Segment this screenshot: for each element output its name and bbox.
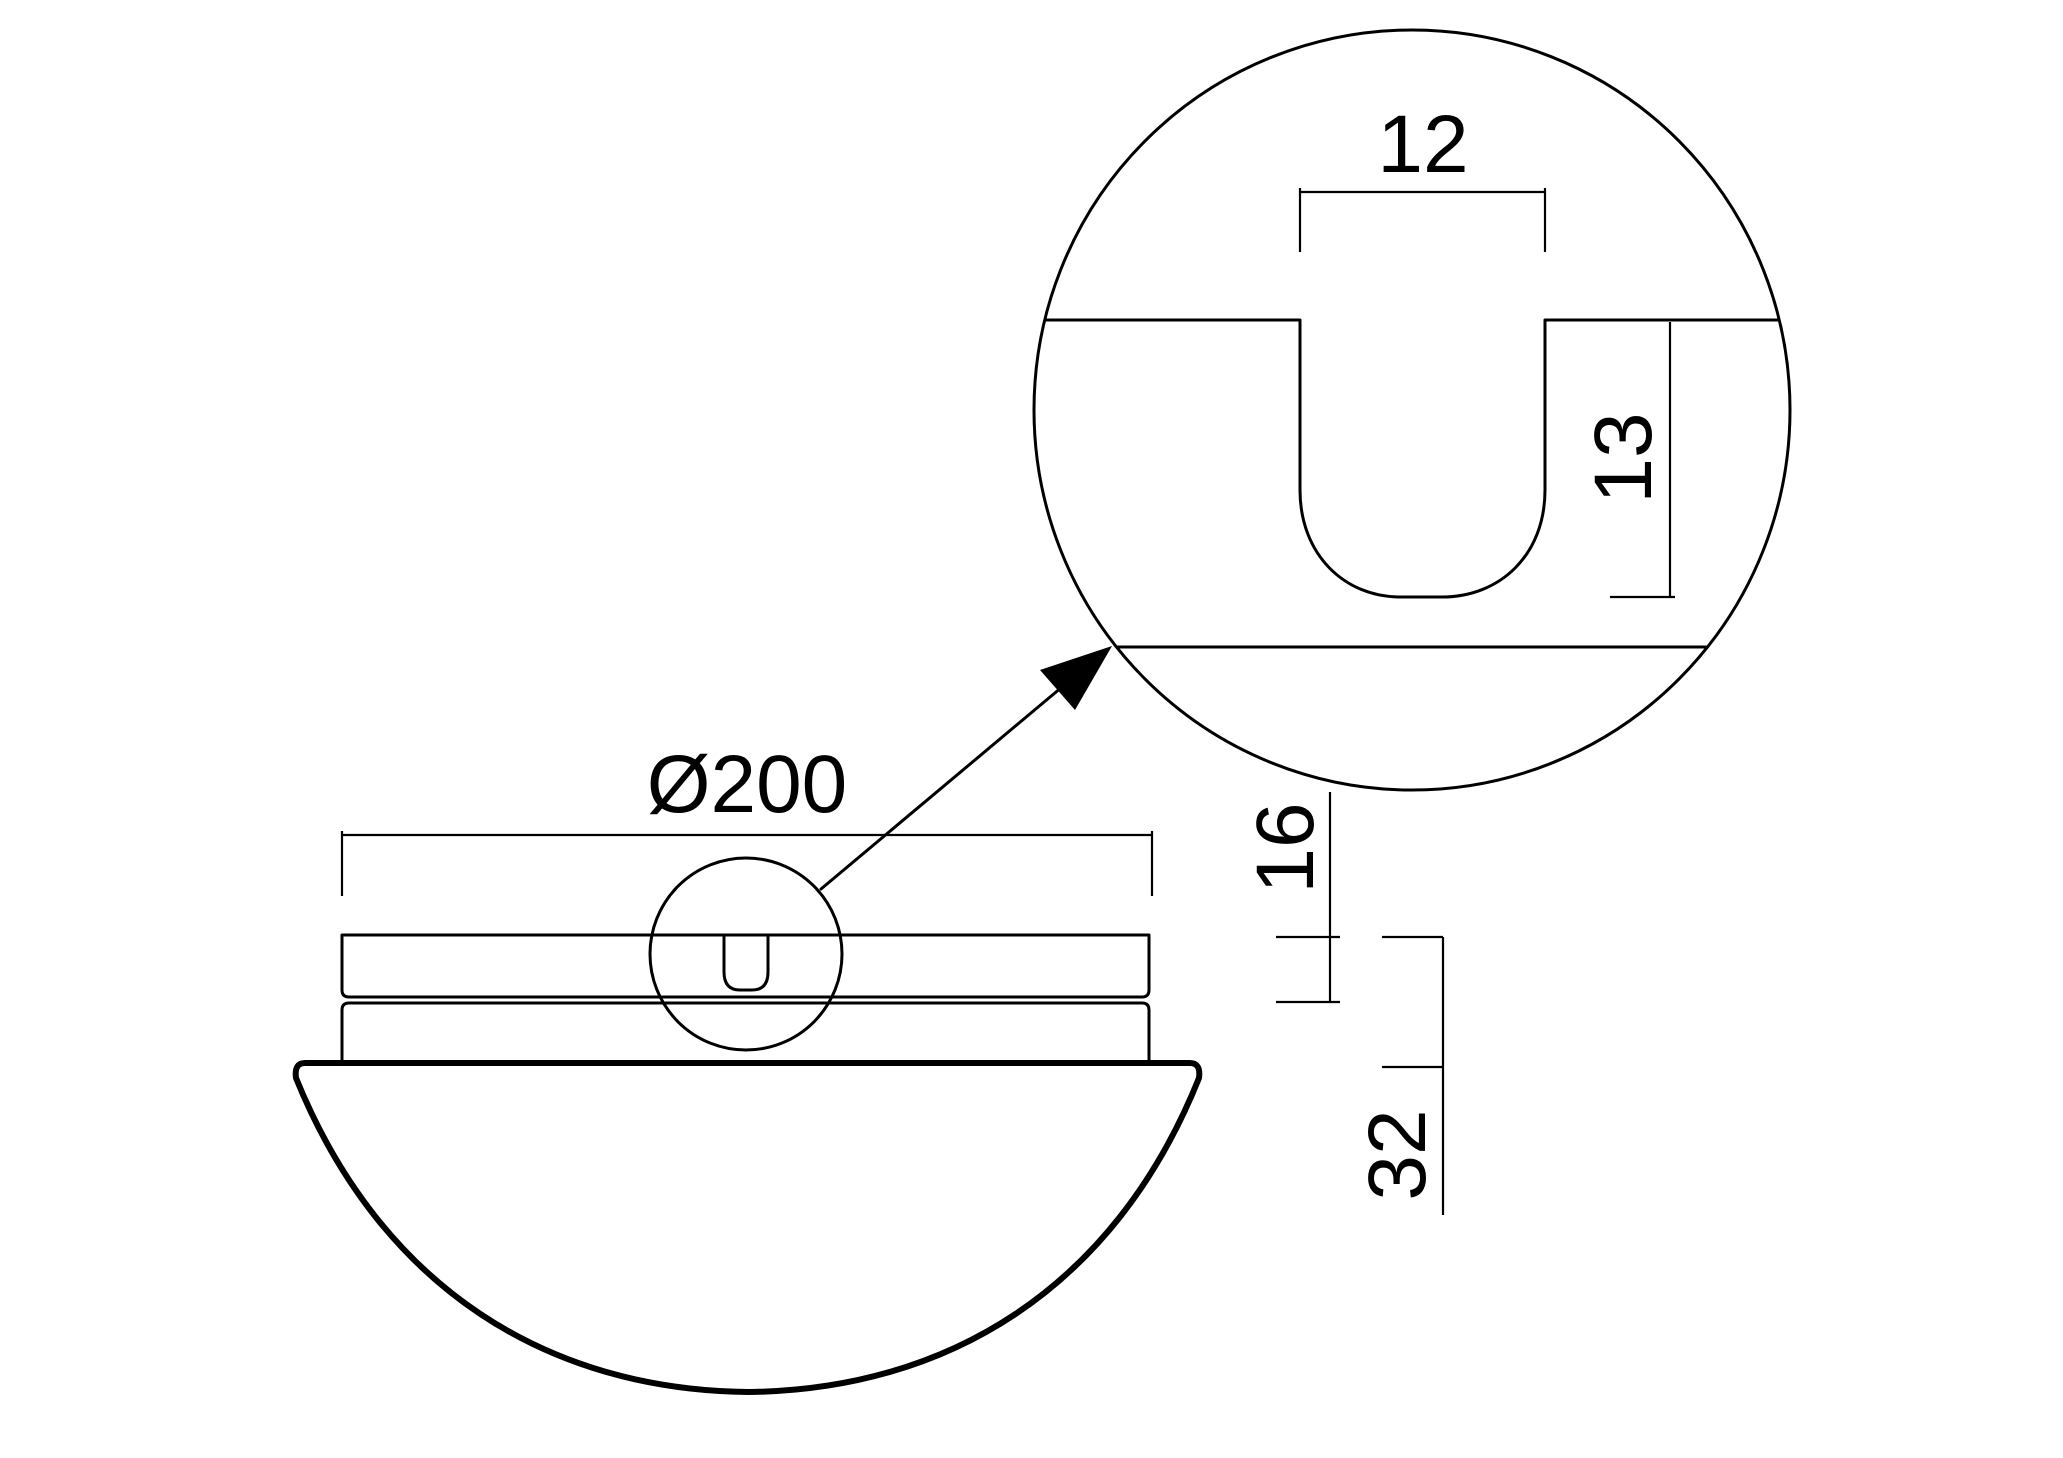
detail-slot-profile (1034, 318, 1790, 599)
slot-width-dimension: 12 (1298, 99, 1547, 252)
lamp-side-view (292, 856, 1203, 1395)
ring-height-dimension: 16 (1240, 792, 1340, 1004)
detail-circle (1032, 28, 1792, 792)
upper-ring (340, 933, 1151, 999)
leader-arrowhead (1040, 646, 1112, 710)
detail-leader (819, 646, 1112, 891)
total-height-label: 32 (1352, 1109, 1443, 1200)
slot-depth-label: 13 (1578, 412, 1669, 503)
slot-depth-dimension: 13 (1578, 322, 1675, 599)
total-height-dimension: 32 (1352, 935, 1445, 1215)
detail-marker-circle (648, 856, 844, 1052)
detail-view: 12 13 (1032, 28, 1792, 792)
ring-slot (722, 935, 770, 992)
diameter-dimension: Ø200 (340, 739, 1154, 896)
ring-height-label: 16 (1240, 802, 1331, 893)
diameter-label: Ø200 (647, 739, 848, 830)
slot-width-label: 12 (1377, 99, 1468, 190)
dome-shade (292, 1060, 1203, 1395)
lower-ring (340, 1001, 1151, 1064)
